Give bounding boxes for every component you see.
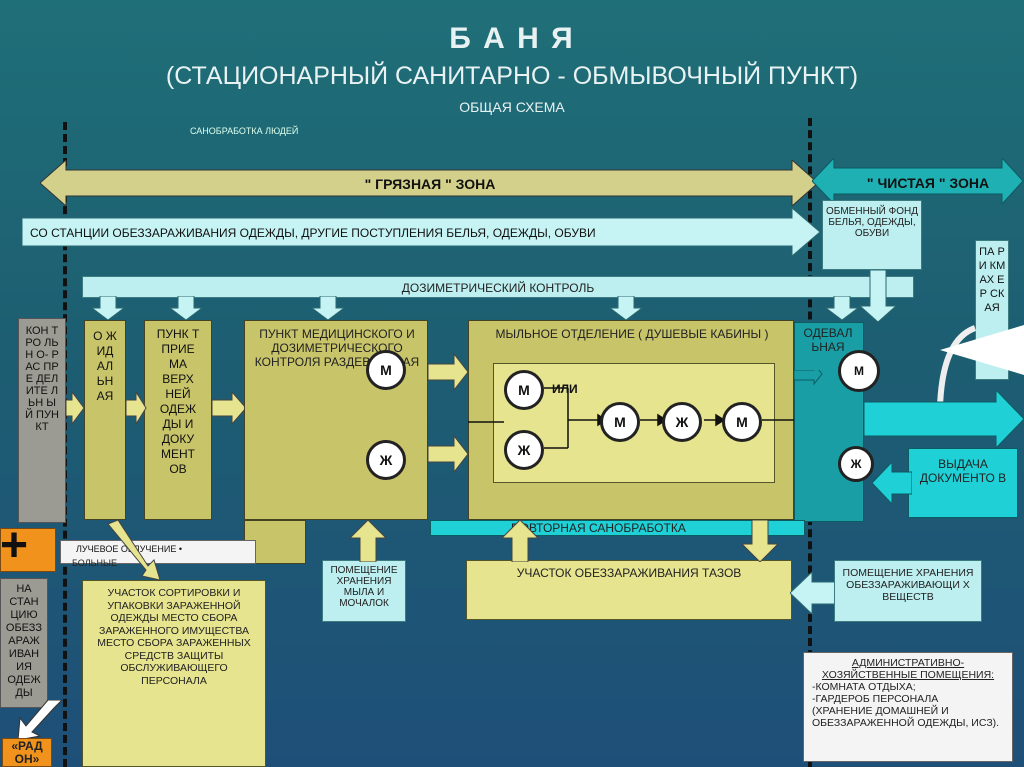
or-label: ИЛИ (552, 382, 578, 396)
plus-icon: + (0, 519, 29, 572)
dressing-female-circle: Ж (838, 446, 874, 482)
page-title: Б А Н Я (449, 22, 575, 55)
intake-arrow (22, 208, 821, 256)
sorting-box: УЧАСТОК СОРТИРОВКИ И УПАКОВКИ ЗАРАЖЕННОЙ… (82, 580, 266, 767)
people-treatment-note: САНОБРАБОТКА ЛЮДЕЙ (190, 126, 299, 136)
radon-box: «РАД ОН» (2, 738, 52, 767)
dosimetric-bar: ДОЗИМЕТРИЧЕСКИЙ КОНТРОЛЬ (82, 276, 914, 298)
clean-zone-arrow (812, 158, 1024, 204)
disinfectant-storage-box: ПОМЕЩЕНИЕ ХРАНЕНИЯ ОБЕЗЗАРАЖИВАЮЩИ Х ВЕЩ… (834, 560, 982, 622)
dirty-zone-label: " ГРЯЗНАЯ " ЗОНА (364, 176, 496, 192)
medical-female-circle: Ж (366, 440, 406, 480)
admin-box: АДМИНИСТРАТИВНО-ХОЗЯЙСТВЕННЫЕ ПОМЕЩЕНИЯ:… (803, 652, 1013, 762)
docs-out-arrow (872, 462, 912, 504)
soap-male-circle-3: М (722, 402, 762, 442)
flow-arrows-top (65, 390, 247, 426)
soap-department-label: МЫЛЬНОЕ ОТДЕЛЕНИЕ ( ДУШЕВЫЕ КАБИНЫ ) (495, 327, 769, 341)
dressing-room-label: ОДЕВАЛ ЬНАЯ (803, 326, 853, 354)
barber-box: ПА РИ КМ АХ ЕР СК АЯ (975, 240, 1009, 380)
exchange-fund-box: ОБМЕННЫЙ ФОНД БЕЛЬЯ, ОДЕЖДЫ, ОБУВИ (822, 200, 922, 270)
intake-text: СО СТАНЦИИ ОБЕЗЗАРАЖИВАНИЯ ОДЕЖДЫ, ДРУГИ… (30, 226, 596, 240)
exit-arrow (864, 390, 1024, 448)
soap-male-circle-1: М (504, 370, 544, 410)
barber-arrow (940, 325, 1024, 375)
reception-box: ПУНК Т ПРИЕ МА ВЕРХ НЕЙ ОДЕЖ ДЫ И ДОКУ М… (144, 320, 212, 520)
page-subtitle: (СТАЦИОНАРНЫЙ САНИТАРНО - ОБМЫВОЧНЫЙ ПУН… (165, 62, 859, 90)
soap-storage-up-arrow (348, 520, 388, 562)
sick-label: БОЛЬНЫЕ (72, 558, 117, 568)
barber-arc (937, 325, 977, 409)
control-point-box: КОН ТРО ЛЬН О- РАС ПРЕ ДЕЛ ИТЕ ЛЬН ЫЙ ПУ… (18, 318, 66, 523)
docs-out-box: ВЫДАЧА ДОКУМЕНТО В (908, 448, 1018, 518)
basin-up-arrow (500, 520, 540, 562)
radiation-box (60, 540, 256, 564)
to-station-box: НА СТАН ЦИЮ ОБЕЗЗ АРАЖ ИВАН ИЯ ОДЕЖ ДЫ (0, 578, 48, 708)
basin-right-arrow (790, 570, 840, 616)
admin-line-1: -КОМНАТА ОТДЫХА; (812, 681, 916, 693)
soap-female-circle-2: Ж (662, 402, 702, 442)
plus-box (0, 528, 56, 572)
to-station-down-arrow (18, 700, 63, 740)
soap-storage-box: ПОМЕЩЕНИЕ ХРАНЕНИЯ МЫЛА И МОЧАЛОК (322, 560, 406, 622)
soap-male-circle-2: М (600, 402, 640, 442)
repeat-down-arrow (740, 520, 780, 562)
dressing-male-circle: М (838, 350, 880, 392)
waiting-room-box: О Ж ИД АЛ ЬН АЯ (84, 320, 126, 520)
admin-heading: АДМИНИСТРАТИВНО-ХОЗЯЙСТВЕННЫЕ ПОМЕЩЕНИЯ: (821, 657, 995, 681)
admin-line-3: (ХРАНЕНИЕ ДОМАШНЕЙ И ОБЕЗЗАРАЖЕННОЙ ОДЕЖ… (812, 705, 1000, 729)
basin-area-box: УЧАСТОК ОБЕЗЗАРАЖИВАНИЯ ТАЗОВ (466, 560, 792, 620)
scheme-label: ОБЩАЯ СХЕМА (459, 99, 565, 115)
soap-female-circle-1: Ж (504, 430, 544, 470)
dosimetric-down-arrows (90, 296, 860, 321)
dressing-inner-arrows (794, 370, 823, 386)
medical-control-box: ПУНКТ МЕДИЦИНСКОГО И ДОЗИМЕТРИЧЕСКОГО КО… (244, 320, 428, 520)
exchange-down-arrow (858, 270, 898, 322)
clean-zone-label: " ЧИСТАЯ " ЗОНА (866, 175, 990, 191)
medical-to-soap-arrows (428, 352, 469, 474)
medical-male-circle: М (366, 350, 406, 390)
waiting-to-sorting-arrow (108, 520, 161, 581)
admin-line-2: -ГАРДЕРОБ ПЕРСОНАЛА (812, 693, 939, 705)
